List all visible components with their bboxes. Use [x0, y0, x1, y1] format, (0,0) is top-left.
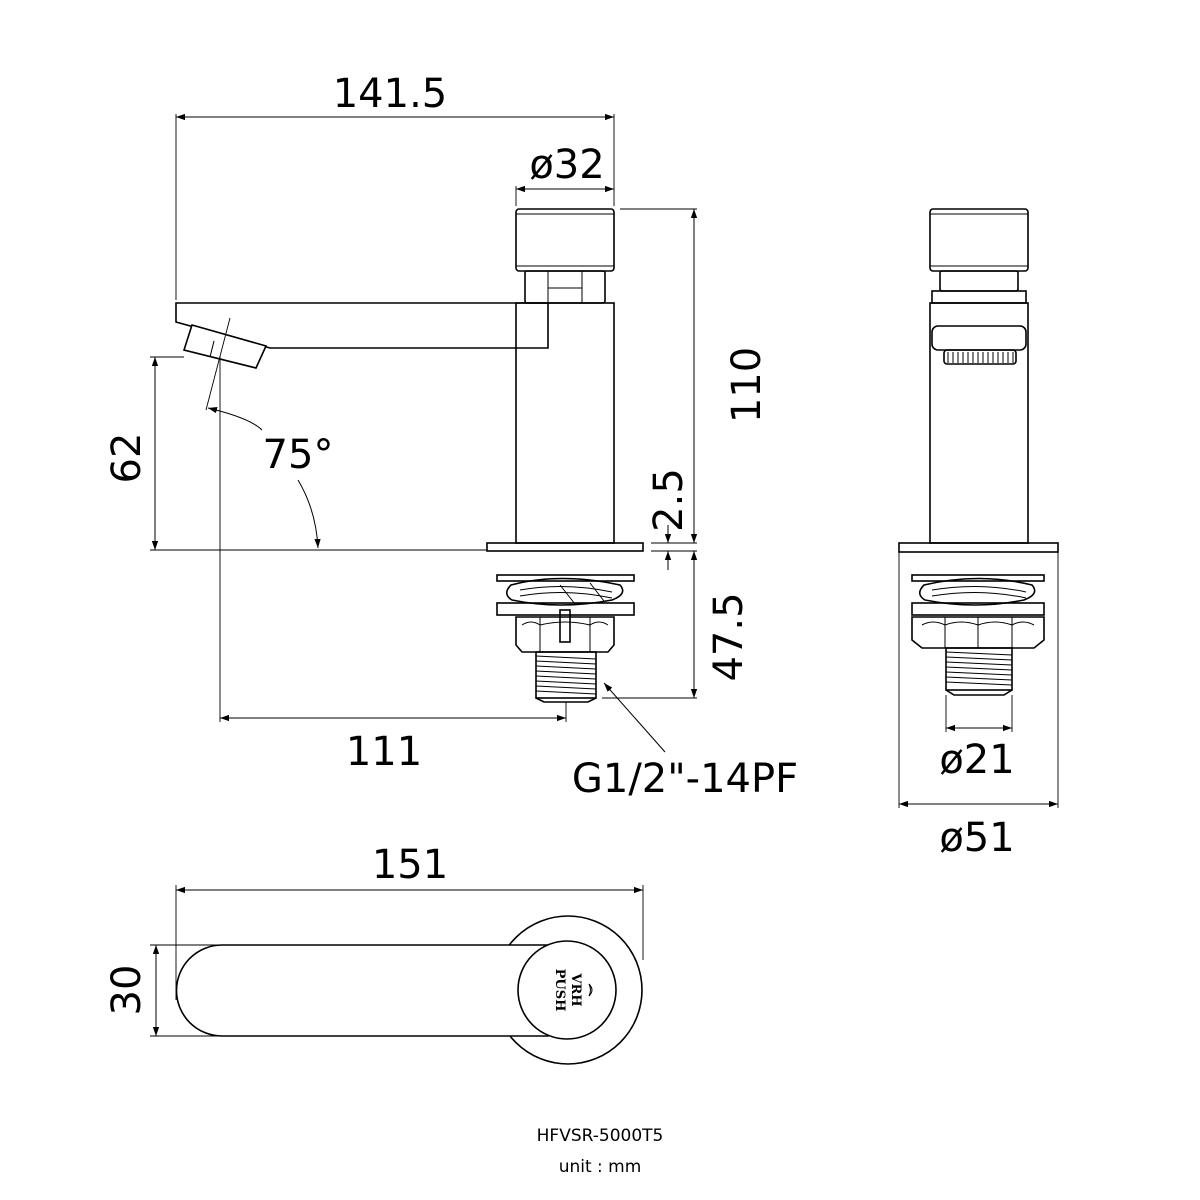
dim-total-length: 141.5 [333, 71, 448, 117]
side-push-button [929, 208, 1029, 272]
unit-label: unit : mm [558, 1157, 642, 1177]
side-threaded-shank [945, 647, 1013, 696]
dim-thread: G1/2"-14PF [572, 756, 798, 802]
dim-angle: 75° [263, 432, 334, 478]
side-deck-plate [898, 542, 1059, 553]
faucet-body [515, 302, 615, 544]
mounting-spring [496, 574, 635, 616]
dim-reach: 111 [346, 729, 422, 775]
push-button-cap [515, 208, 615, 272]
dim-button-diameter: ø32 [529, 142, 604, 188]
model-number: HFVSR-5000T5 [536, 1126, 664, 1146]
side-hex-nut [911, 616, 1045, 649]
side-aerator [931, 325, 1027, 365]
dim-shank-length: 47.5 [706, 592, 752, 681]
hex-nut [515, 609, 615, 653]
aerator [182, 324, 268, 369]
side-body [929, 302, 1029, 544]
dim-base-diameter: ø51 [939, 815, 1014, 861]
button-stem [524, 270, 606, 304]
bird-icon [588, 983, 593, 997]
dim-shank-diameter: ø21 [939, 737, 1014, 783]
dim-plate-thickness: 2.5 [646, 468, 692, 532]
logo-push-label: PUSH [552, 969, 567, 1012]
push-logo: VRH PUSH [552, 969, 593, 1012]
top-push-button [517, 940, 617, 1040]
logo-brand: VRH [568, 972, 583, 1006]
dim-height: 110 [724, 347, 770, 423]
front-view: 141.5 ø32 110 2.5 47.5 62 75° 111 [104, 71, 798, 802]
deck-plate [486, 542, 644, 552]
threaded-shank [535, 651, 597, 703]
top-view: VRH PUSH 151 30 [104, 842, 644, 1065]
side-spring [911, 574, 1045, 616]
top-spout-outline [175, 944, 549, 1037]
dim-top-length: 151 [372, 842, 448, 888]
spout [175, 302, 549, 349]
dim-spout-height: 62 [104, 433, 150, 484]
side-view: ø21 ø51 [898, 208, 1059, 861]
dim-top-width: 30 [104, 965, 150, 1016]
